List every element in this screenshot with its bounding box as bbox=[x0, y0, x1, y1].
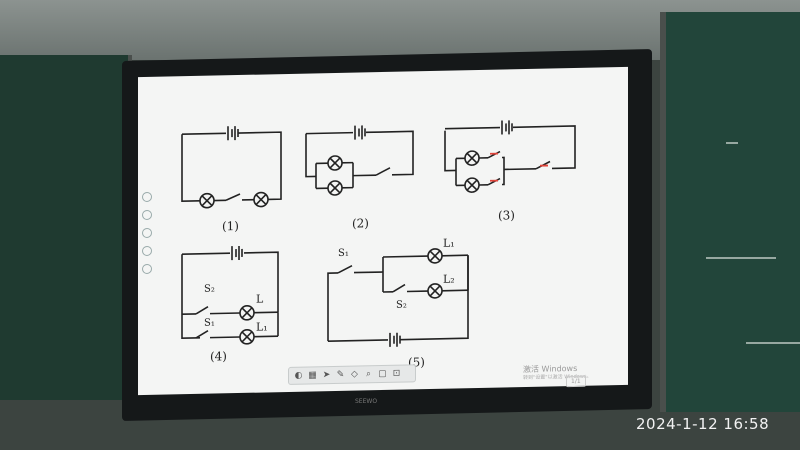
circuit-3 bbox=[444, 120, 576, 193]
chalk-mark bbox=[726, 142, 738, 144]
diagram-label-2: (2) bbox=[352, 216, 369, 230]
label-l: L bbox=[256, 292, 264, 305]
chalk-mark bbox=[746, 342, 800, 344]
left-chalkboard bbox=[0, 55, 132, 400]
lamp-icon bbox=[464, 177, 480, 193]
whiteboard-screen: (1) (2) (3) (4) (5) S₂ L S₁ L₁ S₁ L₁ L₂ … bbox=[138, 66, 628, 396]
lamp-icon bbox=[239, 305, 255, 321]
whiteboard-toolbar: ◐ ▦ ➤ ✎ ◇ ⌕ ▢ ⊡ bbox=[288, 364, 416, 385]
present-icon[interactable]: ⊡ bbox=[392, 368, 401, 379]
lamp-icon bbox=[253, 191, 269, 208]
eraser-icon[interactable]: ◇ bbox=[351, 369, 358, 380]
circuit-2 bbox=[305, 125, 414, 196]
zoom-icon[interactable]: ⌕ bbox=[365, 368, 372, 379]
lamp-icon bbox=[327, 180, 343, 196]
lamp-icon bbox=[239, 329, 255, 345]
home-icon[interactable]: ◐ bbox=[294, 370, 303, 381]
lamp-icon bbox=[464, 150, 480, 166]
circuit-diagrams: (1) (2) (3) (4) (5) S₂ L S₁ L₁ S₁ L₁ L₂ … bbox=[181, 120, 576, 369]
switch-highlight bbox=[490, 152, 548, 182]
diagram-label-1: (1) bbox=[222, 219, 239, 233]
label-s2-c5: S₂ bbox=[396, 300, 407, 311]
label-l1: L₁ bbox=[256, 320, 268, 333]
label-s1-c5: S₁ bbox=[338, 248, 349, 259]
circuit-4 bbox=[181, 245, 279, 345]
circuit-1 bbox=[181, 126, 282, 209]
pointer-icon[interactable]: ➤ bbox=[322, 369, 331, 380]
brand-logo: SEEWO bbox=[355, 398, 378, 405]
page-indicator[interactable]: 1/1 bbox=[566, 375, 586, 388]
label-l1-c5: L₁ bbox=[443, 236, 455, 249]
lamp-icon bbox=[427, 248, 443, 264]
label-l2-c5: L₂ bbox=[443, 272, 455, 285]
diagram-label-4: (4) bbox=[210, 349, 227, 363]
grid-icon[interactable]: ▦ bbox=[308, 369, 317, 381]
comment-icon[interactable]: ▢ bbox=[378, 368, 387, 379]
label-s2: S₂ bbox=[204, 284, 215, 295]
circuit-5 bbox=[327, 248, 469, 347]
right-chalkboard bbox=[660, 12, 800, 412]
lamp-icon bbox=[327, 155, 343, 171]
label-s1: S₁ bbox=[204, 318, 215, 329]
lamp-icon bbox=[199, 192, 215, 209]
diagram-label-3: (3) bbox=[498, 208, 515, 222]
camera-timestamp: 2024-1-12 16:58 bbox=[636, 415, 770, 433]
chalk-mark bbox=[706, 257, 776, 259]
lamp-icon bbox=[427, 283, 443, 299]
pen-icon[interactable]: ✎ bbox=[336, 369, 345, 380]
